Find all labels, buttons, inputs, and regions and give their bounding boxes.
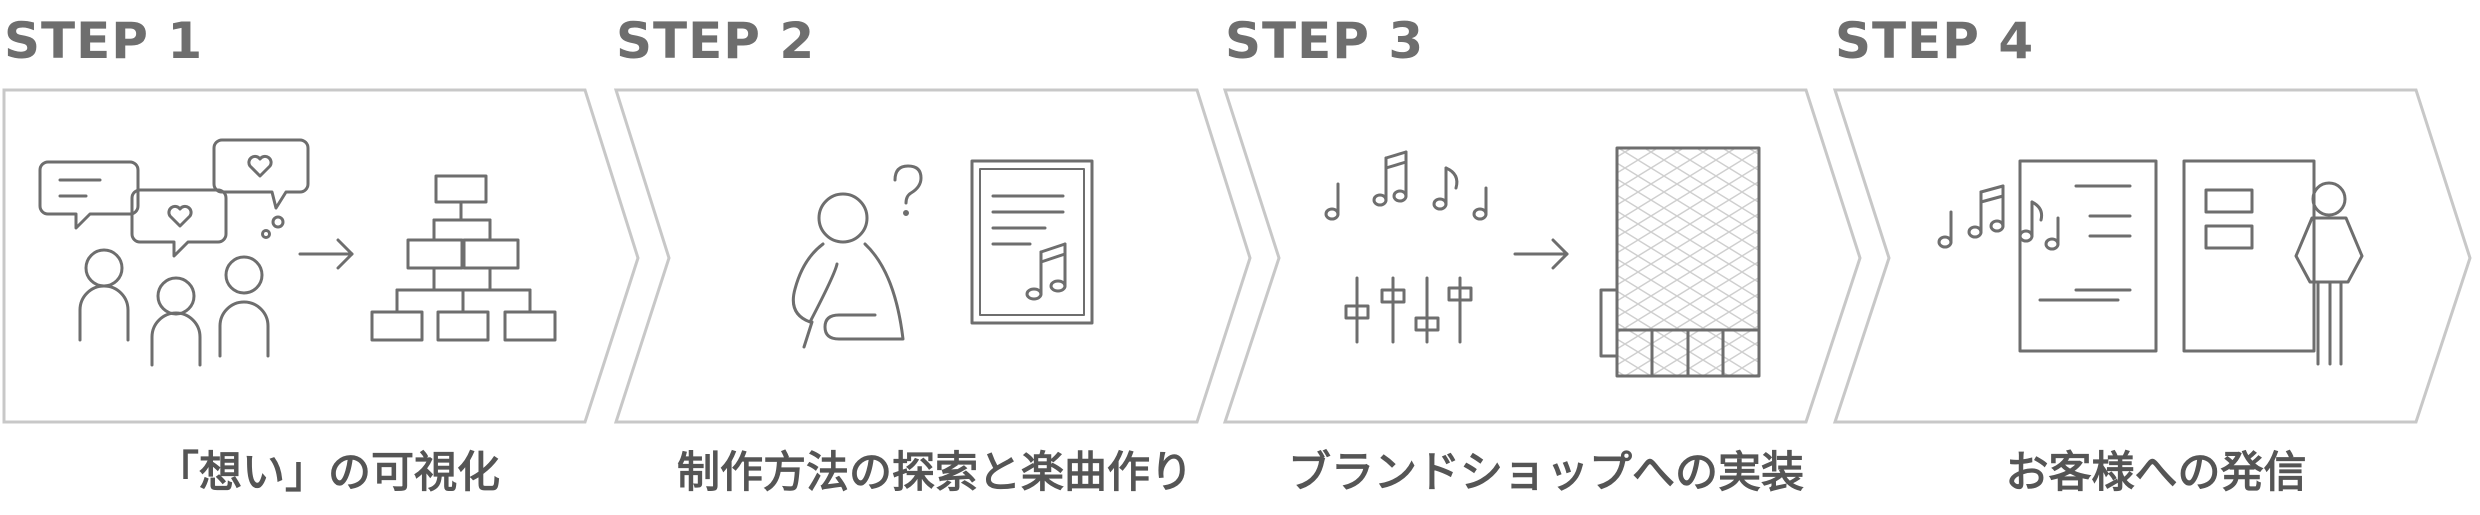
music-notes-icon [1324,150,1488,221]
step-1-chevron [2,88,640,424]
step-2-title: STEP 2 [616,12,816,70]
step-2-caption: 制作方法の探索と楽曲作り [677,448,1193,498]
people-group-icon [78,248,270,367]
music-notes-icon [1937,184,2060,251]
heart-bubble-icon [212,138,310,239]
heart-bubble-icon [130,188,228,258]
org-chart-icon [370,174,557,342]
thinking-person-icon [791,192,905,349]
step-2-chevron [613,88,1252,424]
shop-building-icon [1599,146,1761,378]
arrow-right-icon [1513,238,1569,270]
question-mark-icon [893,164,923,216]
step-4-title: STEP 4 [1835,12,2035,70]
document-icon [2018,159,2158,353]
music-document-icon [970,159,1094,325]
step-4-caption: お客様への発信 [2005,448,2307,498]
step-4-chevron [1832,88,2472,424]
arrow-right-icon [298,238,354,270]
mixer-sliders-icon [1344,276,1473,344]
presenter-icon [2294,181,2364,366]
step-1-caption: 「想い」の可視化 [156,448,500,498]
step-3-title: STEP 3 [1225,12,1425,70]
speech-bubble-icon [38,160,140,230]
step-3-chevron [1222,88,1862,424]
presentation-board-icon [2182,159,2316,353]
step-1-title: STEP 1 [4,12,204,70]
step-3-caption: ブランドショップへの実装 [1288,448,1804,498]
